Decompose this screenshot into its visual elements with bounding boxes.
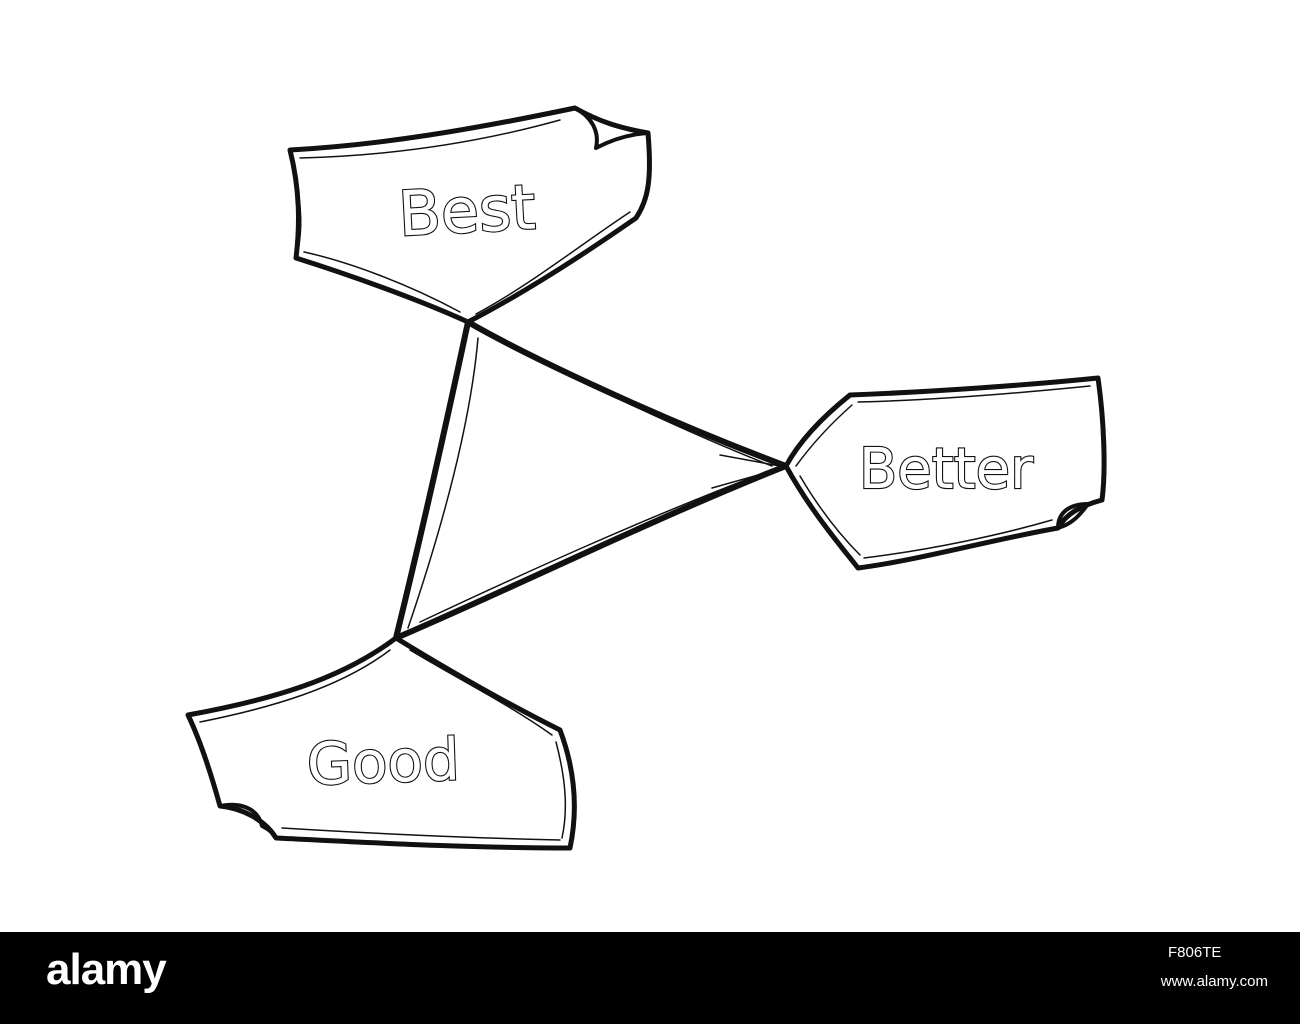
image-id-label: F806TE [1168, 944, 1222, 961]
better-tag: Better [783, 375, 1107, 571]
good-label: Good [306, 725, 461, 798]
diagram-canvas: Best Better Good [185, 105, 1107, 851]
good-tag: Good [185, 635, 577, 851]
best-tag: Best [287, 105, 652, 325]
site-url: www.alamy.com [1160, 973, 1268, 990]
connector-triangle [393, 319, 789, 641]
watermark-banner [0, 932, 1300, 1024]
alamy-logo: alamy [46, 945, 167, 994]
better-label: Better [859, 437, 1034, 502]
best-label: Best [396, 170, 537, 250]
